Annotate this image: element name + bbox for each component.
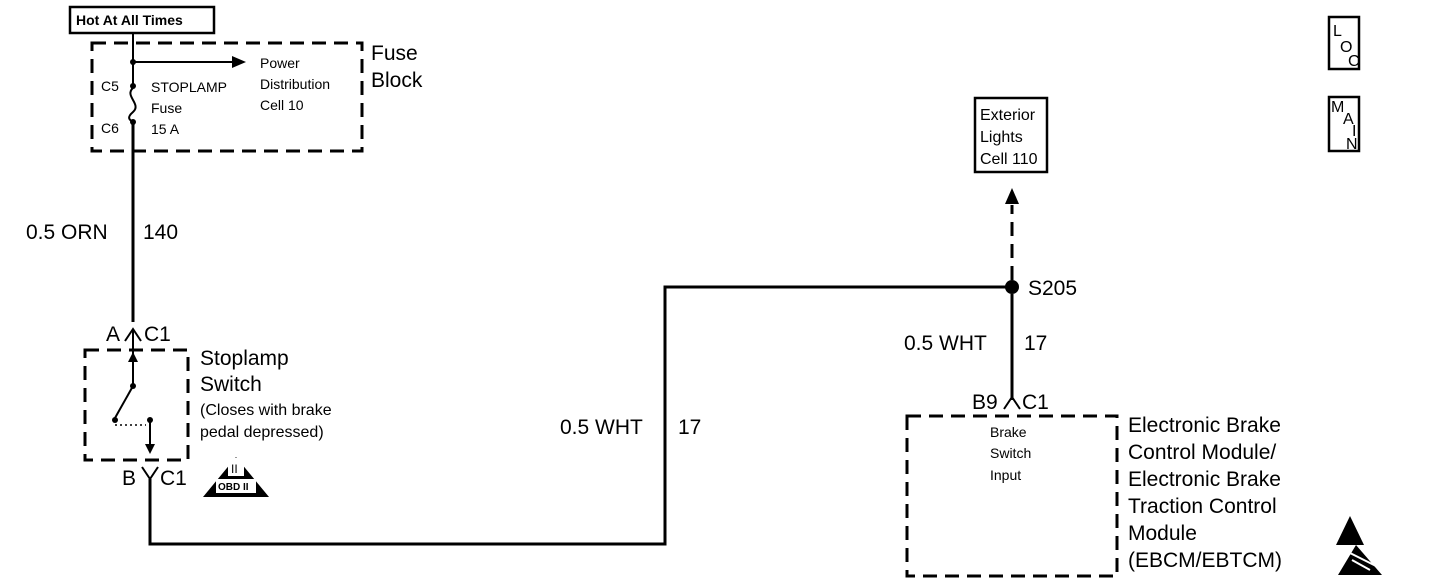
connector-b9-icon <box>1003 395 1021 410</box>
fuse-c6-label: C6 <box>101 120 119 136</box>
connector-b-icon <box>141 466 159 481</box>
switch-pin-b: B <box>122 467 136 490</box>
ebcm-title-5: Module <box>1128 522 1197 545</box>
switch-pin-a: A <box>106 323 120 346</box>
switch-conn-a: C1 <box>144 323 171 346</box>
main-a: A <box>1343 111 1354 128</box>
main-button[interactable]: M A I N <box>1327 95 1361 153</box>
main-m: M <box>1331 99 1344 116</box>
switch-blade <box>114 385 134 419</box>
switch-title-2: Switch <box>200 373 262 396</box>
fuse-rating: 15 A <box>151 121 180 137</box>
fuse-block-box <box>90 41 364 153</box>
power-dist-line3: Cell 10 <box>260 97 304 113</box>
ebcm-input-1: Brake <box>990 424 1027 440</box>
wire-right-circuit: 17 <box>1024 332 1047 355</box>
ebcm-title-2: Control Module/ <box>1128 441 1276 464</box>
switch-conn-b: C1 <box>160 467 187 490</box>
exterior-lights-2: Lights <box>980 129 1023 146</box>
wire-17-main <box>148 285 1012 546</box>
switch-note-1: (Closes with brake <box>200 402 332 419</box>
fuse-block-title-2: Block <box>371 69 423 92</box>
ebcm-input-2: Switch <box>990 445 1031 461</box>
power-distribution-arrow-icon <box>232 56 246 68</box>
ebcm-title-4: Traction Control <box>1128 495 1277 518</box>
loc-c: C <box>1348 53 1360 70</box>
ebcm-title-6: (EBCM/EBTCM) <box>1128 549 1282 572</box>
fuse-name-2: Fuse <box>151 100 182 116</box>
switch-note-2: pedal depressed) <box>200 424 324 441</box>
loc-l: L <box>1333 23 1342 40</box>
ebcm-box <box>905 414 1119 578</box>
loc-button[interactable]: L O C <box>1327 15 1361 71</box>
switch-contact-left <box>112 417 118 423</box>
stoplamp-switch-box <box>83 348 190 462</box>
splice-s205-node <box>1005 280 1019 294</box>
ebcm-pin: B9 <box>972 391 998 414</box>
splice-label: S205 <box>1028 277 1077 300</box>
hot-at-all-times-label: Hot At All Times <box>68 5 216 35</box>
fuse-block-title-1: Fuse <box>371 42 418 65</box>
obd-badge-text: OBD II <box>218 482 249 493</box>
wire-top-circuit: 140 <box>143 221 178 244</box>
wire-top-gauge: 0.5 ORN <box>26 221 108 244</box>
ebcm-input-3: Input <box>990 467 1021 483</box>
power-dist-line2: Distribution <box>260 76 330 92</box>
exterior-lights-arrow-icon <box>1005 188 1019 204</box>
obd-badge-top: II <box>231 462 238 476</box>
switch-title-1: Stoplamp <box>200 347 289 370</box>
ebcm-title-1: Electronic Brake <box>1128 414 1281 437</box>
fuse-c5-label: C5 <box>101 78 119 94</box>
exterior-lights-box <box>973 96 1049 174</box>
wire-mid-gauge: 0.5 WHT <box>560 416 643 439</box>
power-dist-line1: Power <box>260 55 300 71</box>
exterior-lights-3: Cell 110 <box>980 151 1038 168</box>
ebcm-title-3: Electronic Brake <box>1128 468 1281 491</box>
wire-mid-circuit: 17 <box>678 416 701 439</box>
fuse-name-1: STOPLAMP <box>151 79 227 95</box>
fuse-c5-node <box>130 83 136 89</box>
esd-warning-icon <box>1336 516 1382 575</box>
exterior-lights-1: Exterior <box>980 107 1036 124</box>
main-n: N <box>1346 136 1358 153</box>
fuse-icon <box>128 87 137 123</box>
ebcm-conn: C1 <box>1022 391 1049 414</box>
loc-o: O <box>1340 39 1352 56</box>
switch-up-arrow-icon <box>128 352 138 362</box>
main-i: I <box>1352 123 1356 140</box>
wire-right-gauge: 0.5 WHT <box>904 332 987 355</box>
hot-label-text: Hot At All Times <box>76 12 183 28</box>
switch-down-arrow-icon <box>145 444 155 454</box>
obd-ii-icon: II OBD II <box>203 457 269 497</box>
